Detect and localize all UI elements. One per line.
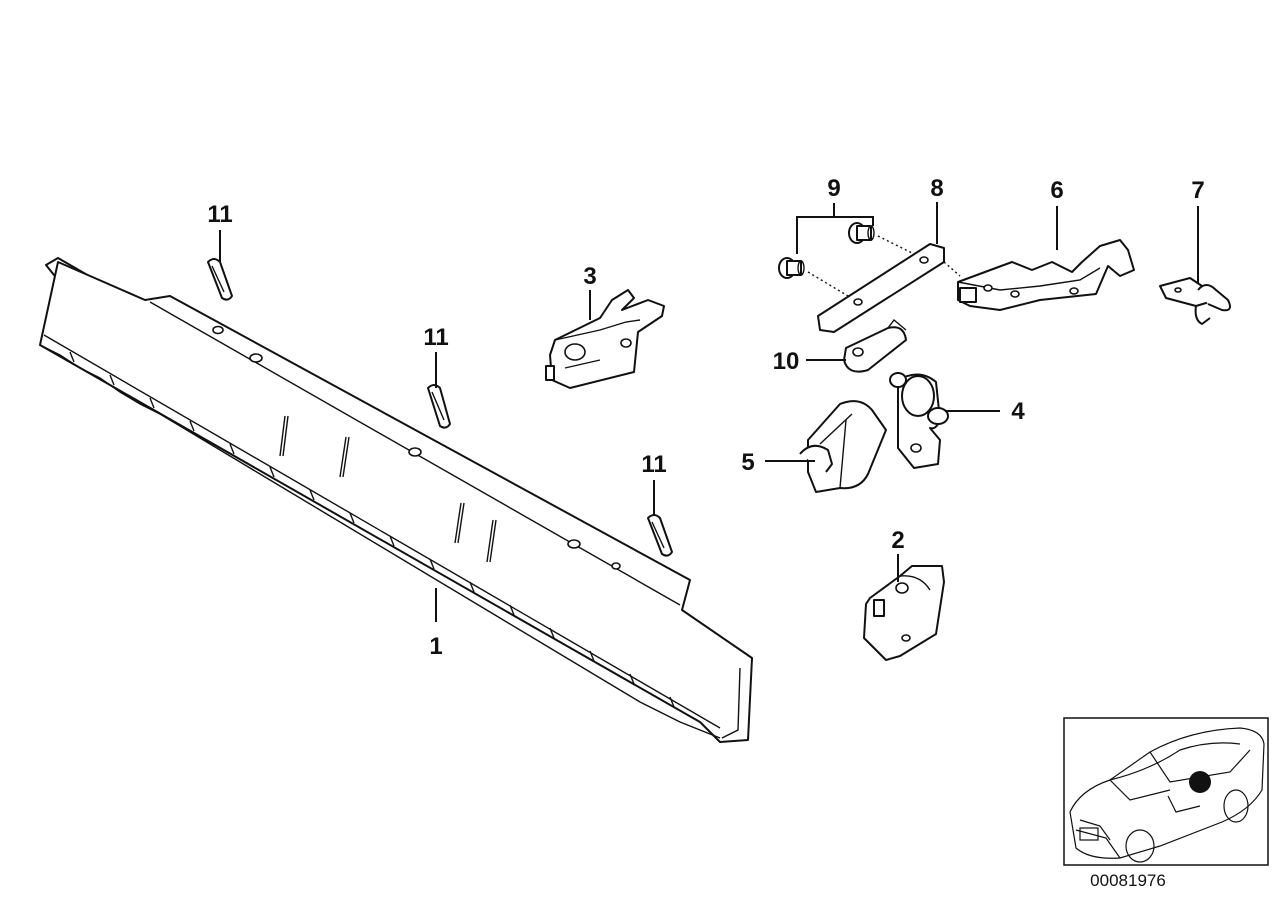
callout-6: 6 xyxy=(1050,177,1063,204)
part-6-bracket xyxy=(957,239,1135,311)
callout-2: 2 xyxy=(891,527,904,554)
callout-9: 9 xyxy=(827,175,840,202)
callout-11c: 11 xyxy=(641,451,666,478)
reference-number: 00081976 xyxy=(1090,871,1166,890)
callout-1: 1 xyxy=(429,633,442,660)
leader-lines xyxy=(219,202,1199,622)
callout-5: 5 xyxy=(741,449,754,476)
part-11-clip-c xyxy=(647,514,673,557)
callout-8: 8 xyxy=(930,175,943,202)
car-outline xyxy=(1069,727,1265,863)
callout-7: 7 xyxy=(1191,177,1204,204)
part-8-strap xyxy=(817,243,961,333)
callout-11a: 11 xyxy=(207,201,232,228)
part-9-screw-lower xyxy=(778,257,859,303)
part-2-bracket xyxy=(863,565,945,661)
part-10-tab xyxy=(843,318,907,373)
callout-3: 3 xyxy=(583,263,596,290)
part-4-hinge xyxy=(889,372,949,469)
location-marker xyxy=(1189,771,1211,793)
part-7-clip xyxy=(1159,277,1231,325)
part-3-bracket xyxy=(545,289,665,389)
part-5-hinge-cap xyxy=(799,400,887,493)
callout-10: 10 xyxy=(773,348,800,375)
part-1-trim-panel xyxy=(39,257,753,743)
part-11-clip-b xyxy=(427,384,451,429)
callout-11b: 11 xyxy=(423,324,448,351)
part-9-screw-upper xyxy=(848,222,931,263)
part-11-clip-a xyxy=(207,258,233,301)
callout-4: 4 xyxy=(1011,398,1025,425)
locator-inset xyxy=(1063,717,1269,866)
